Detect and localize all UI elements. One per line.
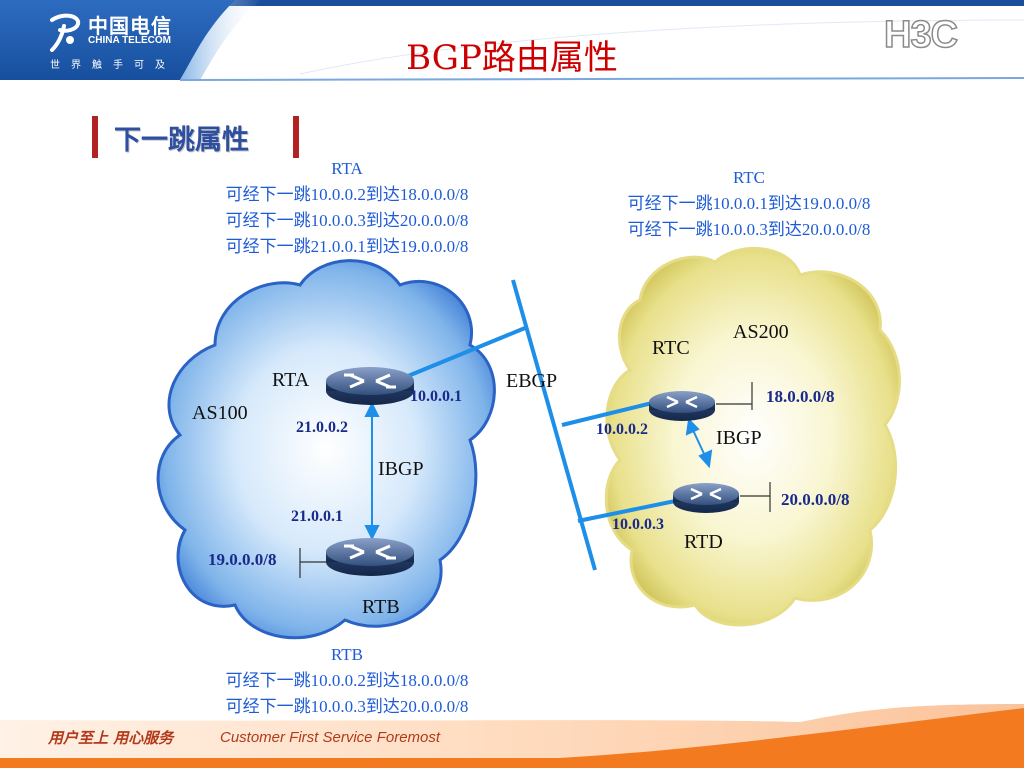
logo-slogan: 世界触手可及	[50, 60, 176, 71]
rtc-route-info: RTC 可经下一跳10.0.0.1到达19.0.0.0/8 可经下一跳10.0.…	[582, 165, 916, 243]
ibgp-arrow-right	[685, 417, 713, 469]
link-rtc-backbone	[561, 400, 657, 427]
rtb-label: RTB	[362, 596, 400, 618]
rtb-info-line-1: 可经下一跳10.0.0.2到达18.0.0.0/8	[225, 671, 469, 690]
ebgp-label: EBGP	[506, 370, 558, 392]
section-bar-right	[293, 116, 299, 158]
ip-rtd-external: 10.0.0.3	[612, 516, 664, 533]
stub-rtb	[299, 548, 326, 578]
rta-info-line-1: 可经下一跳10.0.0.2到达18.0.0.0/8	[225, 185, 469, 204]
rta-info-title: RTA	[331, 159, 363, 178]
rta-info-line-2: 可经下一跳10.0.0.3到达20.0.0.0/8	[225, 211, 469, 230]
link-rta-backbone	[407, 326, 526, 378]
rtc-info-line-1: 可经下一跳10.0.0.1到达19.0.0.0/8	[627, 194, 871, 213]
as200-label: AS200	[733, 321, 789, 343]
router-rta-icon	[326, 367, 414, 405]
logo-english-text: CHINA TELECOM	[88, 35, 171, 46]
ibgp-left-label: IBGP	[378, 458, 424, 480]
ip-rta-internal: 21.0.0.2	[296, 419, 348, 436]
rtc-label: RTC	[652, 337, 690, 359]
rtc-info-line-2: 可经下一跳10.0.0.3到达20.0.0.0/8	[627, 220, 871, 239]
router-rtc-icon	[649, 391, 715, 421]
rtc-info-title: RTC	[732, 168, 766, 187]
stub-rtc	[716, 382, 753, 410]
h3c-logo: H3C	[883, 13, 959, 57]
page-title: BGP路由属性	[406, 38, 618, 78]
section-bar-left	[92, 116, 98, 158]
ip-rtb-internal: 21.0.0.1	[291, 508, 343, 525]
rtd-label: RTD	[684, 531, 723, 553]
ip-rta-external: 10.0.0.1	[410, 388, 462, 405]
network-rtc: 18.0.0.0/8	[766, 387, 835, 406]
rta-info-line-3: 可经下一跳21.0.0.1到达19.0.0.0/8	[225, 237, 469, 256]
rta-route-info: RTA 可经下一跳10.0.0.2到达18.0.0.0/8 可经下一跳10.0.…	[180, 156, 514, 260]
rtb-info-title: RTB	[330, 645, 364, 664]
footer-slogan-en: Customer First Service Foremost	[220, 729, 441, 746]
network-rtb: 19.0.0.0/8	[208, 550, 277, 569]
china-telecom-logo-icon	[50, 13, 81, 52]
ebgp-backbone	[511, 279, 597, 571]
router-rtd-icon	[673, 483, 739, 513]
footer-slogan-cn: 用户至上 用心服务	[48, 729, 174, 747]
as100-label: AS100	[192, 402, 248, 424]
rtb-info-line-2: 可经下一跳10.0.0.3到达20.0.0.0/8	[225, 697, 469, 716]
rtb-route-info: RTB 可经下一跳10.0.0.2到达18.0.0.0/8 可经下一跳10.0.…	[180, 642, 514, 720]
logo-chinese-text: 中国电信	[88, 14, 172, 38]
header-background	[0, 0, 1024, 81]
router-rtb-icon	[326, 538, 414, 576]
network-rtd: 20.0.0.0/8	[781, 490, 850, 509]
link-rtd-backbone	[577, 498, 681, 523]
ibgp-arrow-left	[364, 401, 380, 541]
ibgp-right-label: IBGP	[716, 427, 762, 449]
as200-cloud	[604, 247, 901, 627]
footer-swoosh	[0, 704, 1024, 768]
as100-cloud	[156, 259, 496, 640]
rta-label: RTA	[272, 369, 310, 391]
section-title: 下一跳属性	[114, 125, 249, 156]
stub-rtd	[740, 482, 771, 512]
ip-rtc-external: 10.0.0.2	[596, 421, 648, 438]
